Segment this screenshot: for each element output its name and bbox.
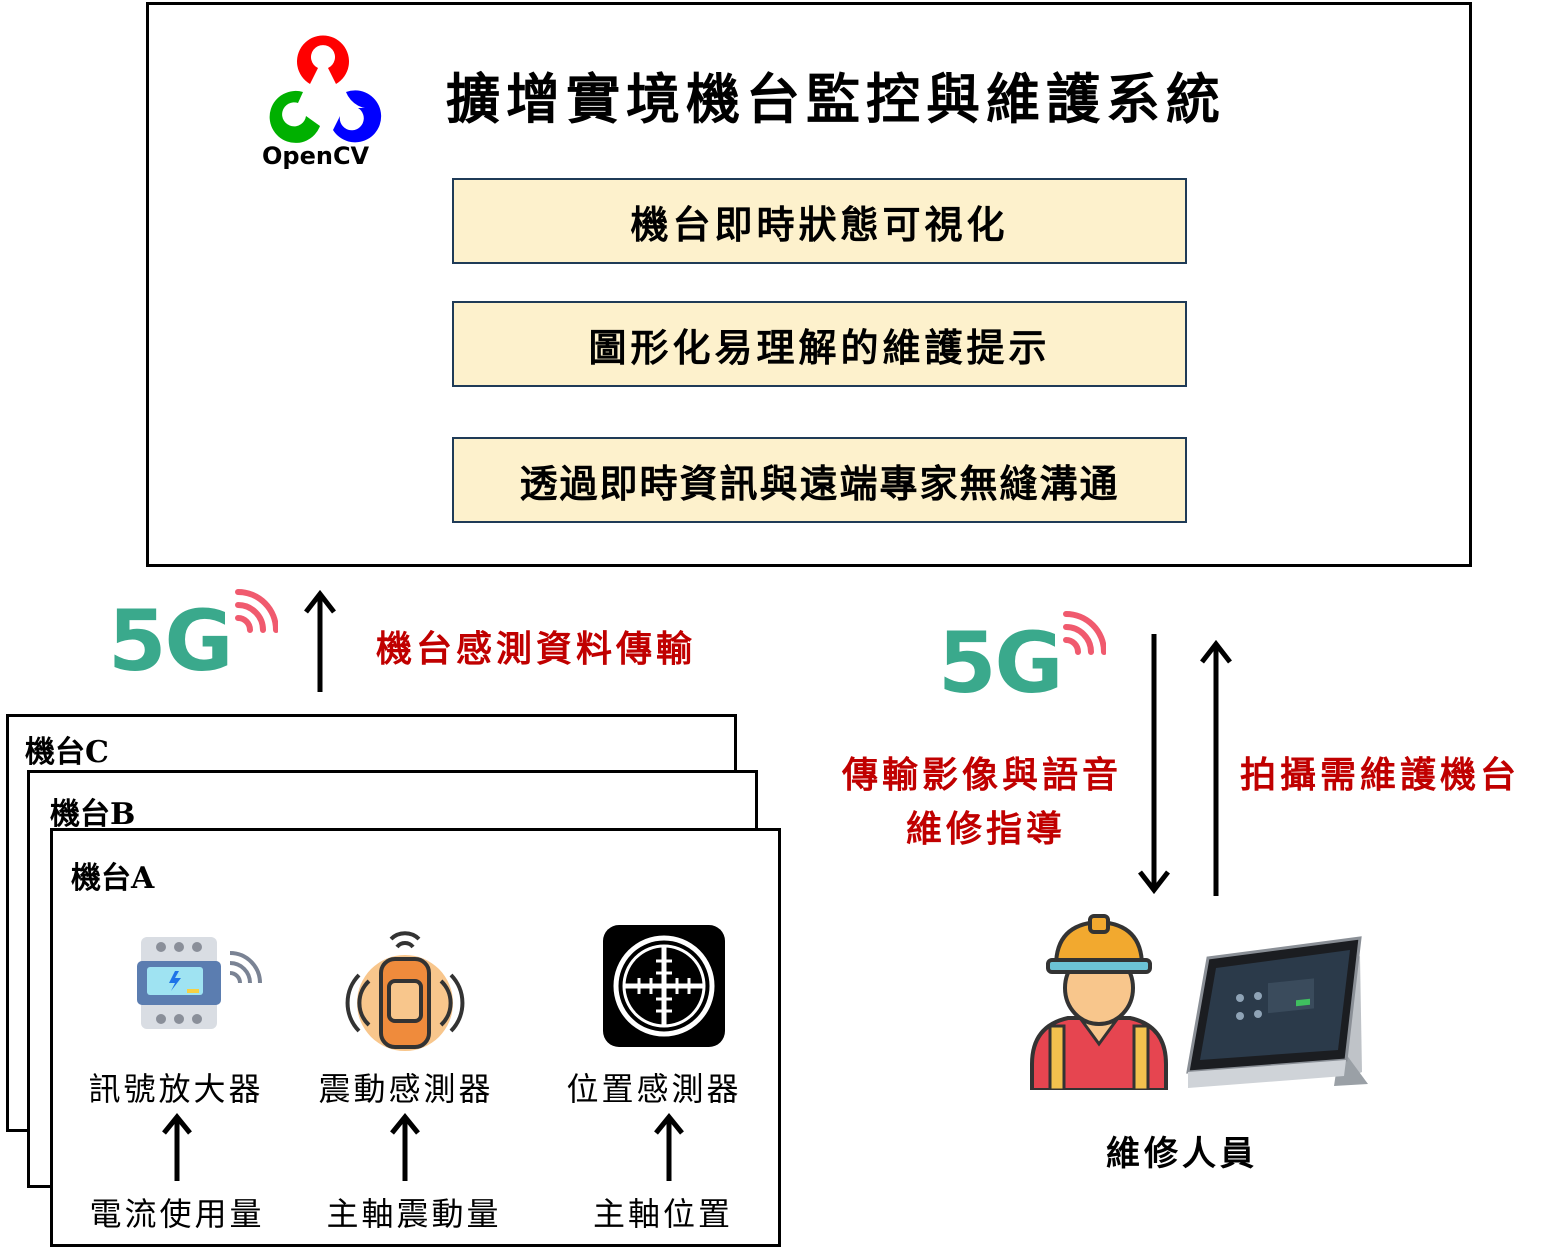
five-g-label-left: 5G [108,592,233,690]
machine-label-a: 機台A [71,861,155,896]
machine-card-a: 機台A [50,828,781,1247]
five-g-left: 5G [108,588,278,698]
arrow-up-icon [1200,639,1232,896]
five-g-right: 5G [938,610,1108,720]
worker-icon [1030,914,1168,1090]
crosshair-icon [603,925,725,1047]
feature-box-maintenance-hints: 圖形化易理解的維護提示 [452,301,1187,387]
guidance-label-line2: 維修指導 [906,808,1067,850]
page-title: 擴增實境機台監控與維護系統 [446,67,1226,131]
meter-icon [137,937,262,1029]
sensor-input-spindle-position: 主軸位置 [592,1195,733,1233]
machine-label-b: 機台B [50,797,136,832]
feature-box-remote-expert: 透過即時資訊與遠端專家無縫溝通 [452,437,1187,523]
sensor-name-position: 位置感測器 [566,1070,742,1108]
upload-arrow-icon [304,589,336,692]
sensor-transfer-label: 機台感測資料傳輸 [376,628,697,670]
opencv-logo-icon [269,35,382,143]
signal-icon [235,589,278,633]
five-g-label-right: 5G [938,614,1063,712]
sensor-input-current: 電流使用量 [89,1195,265,1233]
arrow-up-icon [390,1113,420,1181]
opencv-logo: OpenCV [258,28,388,178]
capture-label: 拍攝需維護機台 [1240,754,1521,796]
arrow-up-icon [162,1113,192,1181]
guidance-label-line1: 傳輸影像與語音 [842,754,1123,796]
opencv-logo-text: OpenCV [262,142,370,170]
sensor-name-amplifier: 訊號放大器 [88,1070,264,1108]
machine-label-c: 機台C [25,735,109,770]
arrow-down-icon [1138,634,1170,895]
tablet-device-icon [1186,936,1368,1088]
arrow-up-icon [654,1113,684,1181]
feature-box-visualization: 機台即時狀態可視化 [452,178,1187,264]
vibration-icon [345,931,465,1051]
maintenance-staff-label: 維修人員 [1106,1134,1258,1174]
sensor-input-spindle-vibration: 主軸震動量 [326,1195,502,1233]
sensor-name-vibration: 震動感測器 [318,1070,494,1108]
signal-icon [1063,611,1106,655]
